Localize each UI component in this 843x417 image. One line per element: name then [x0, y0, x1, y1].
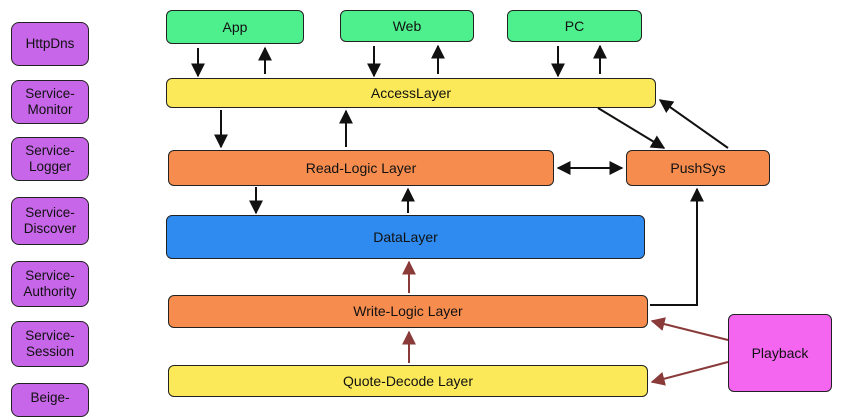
arrow-playback-to-writelogic — [650, 317, 729, 341]
side-item-label: Service- Authority — [23, 268, 77, 299]
side-item-label: Service- Discover — [23, 205, 77, 236]
client-web-label: Web — [392, 17, 422, 34]
data-layer-label: DataLayer — [373, 228, 438, 245]
side-item-service-session: Service- Session — [11, 321, 89, 367]
read-logic-layer-label: Read-Logic Layer — [305, 159, 417, 176]
access-layer: AccessLayer — [166, 78, 656, 108]
side-item-httpdns: HttpDns — [11, 22, 89, 66]
client-pc-label: PC — [564, 17, 585, 34]
arrow-access-to-pushsys — [597, 107, 666, 149]
side-item-label: HttpDns — [25, 36, 75, 52]
quote-decode-layer: Quote-Decode Layer — [168, 365, 648, 397]
side-item-service-authority: Service- Authority — [11, 261, 89, 307]
side-item-label: Service- Session — [25, 328, 75, 359]
read-logic-layer: Read-Logic Layer — [168, 150, 554, 186]
playback-label: Playback — [751, 344, 809, 361]
client-pc: PC — [507, 10, 642, 42]
side-item-service-logger: Service- Logger — [11, 137, 89, 181]
side-item-label: Service- Monitor — [25, 86, 75, 117]
side-item-label: Service- Logger — [25, 143, 75, 174]
arrow-writelogic-to-pushsys — [650, 187, 704, 306]
playback-box: Playback — [728, 314, 832, 392]
arrow-playback-to-quote — [650, 361, 729, 386]
quote-decode-layer-label: Quote-Decode Layer — [343, 372, 473, 389]
client-app: App — [166, 10, 304, 44]
arrow-pushsys-to-access — [658, 99, 729, 149]
access-layer-label: AccessLayer — [370, 84, 452, 101]
data-layer: DataLayer — [166, 215, 645, 259]
write-logic-layer-label: Write-Logic Layer — [353, 303, 463, 320]
client-web: Web — [340, 10, 474, 42]
side-item-service-discover: Service- Discover — [11, 197, 89, 245]
client-app-label: App — [222, 18, 248, 35]
connection-arrows — [191, 44, 729, 386]
side-item-service-monitor: Service- Monitor — [11, 80, 89, 124]
push-sys-label: PushSys — [670, 159, 726, 176]
write-logic-layer: Write-Logic Layer — [168, 295, 648, 328]
push-sys: PushSys — [626, 150, 770, 186]
